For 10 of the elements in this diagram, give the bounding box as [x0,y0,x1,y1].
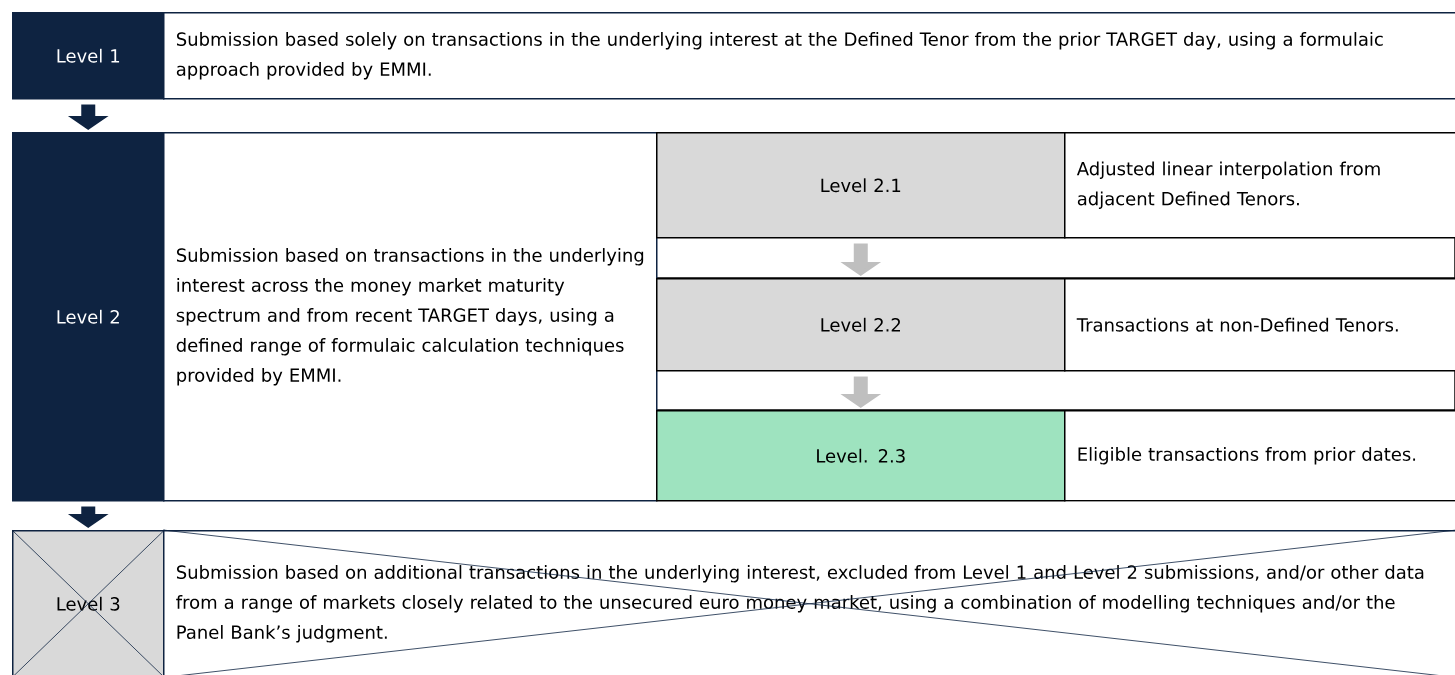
level-box: Level 1 [12,12,165,100]
description-box: Submission based on transactions in the underlying interest across the money market maturity spectrum and from recent TARGET days, using a defined range of formulaic calculation techniques provided by EMMI. [163,132,658,502]
level-box: Level 2.2 [656,278,1066,372]
description-box: Transactions at non-Defined Tenors. [1064,278,1455,372]
level-box: Level 2 [12,132,165,502]
description-box: Submission based solely on transactions in the underlying interest at the Defined Tenor from the prior TARGET day, using a formulaic approach provided by EMMI. [163,12,1455,100]
level-box: Level 2.1 [656,132,1066,239]
description-box: Adjusted linear interpolation from adjacent Defined Tenors. [1064,132,1455,239]
level-box: Level. 2.3 [656,410,1066,502]
description-box: Eligible transactions from prior dates. [1064,410,1455,502]
